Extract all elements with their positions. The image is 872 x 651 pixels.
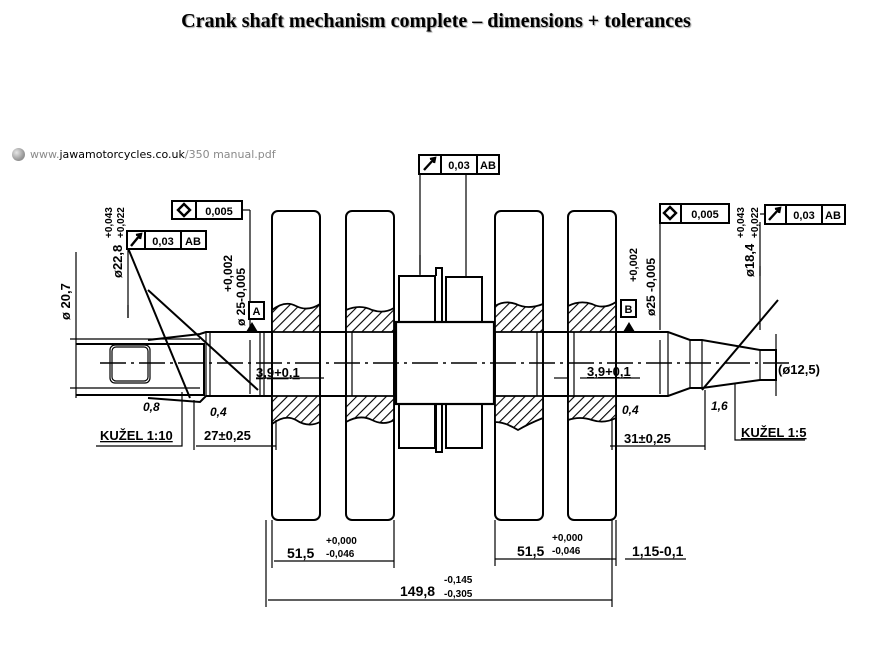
roughness-right-1: 0,4 bbox=[622, 403, 639, 417]
circularity-icon bbox=[662, 205, 678, 221]
fcf-value: 0,005 bbox=[691, 209, 719, 221]
dim-right-flywheel-width: 51,5 bbox=[517, 543, 544, 559]
fcf-left-circularity: 0,005 bbox=[171, 200, 251, 222]
fcf-right-circularity: 0,005 bbox=[659, 203, 730, 224]
dim-right-dia-25-tol-upper: +0,002 bbox=[628, 248, 640, 282]
runout-arrow-icon bbox=[768, 206, 782, 221]
datum-b: B bbox=[620, 299, 637, 318]
dim-dia-18-4-tol-lower: +0,022 bbox=[750, 207, 761, 238]
dim-right-flywheel-tol-lower: -0,046 bbox=[552, 546, 581, 557]
dim-left-flywheel-tol-upper: +0,000 bbox=[326, 536, 357, 547]
fcf-left-runout: 0,03 AB bbox=[126, 230, 207, 250]
dim-overall: 149,8 bbox=[400, 583, 435, 599]
crank-pin bbox=[394, 267, 496, 453]
dim-left-flywheel-tol-lower: -0,046 bbox=[326, 549, 355, 560]
fcf-value: 0,005 bbox=[205, 206, 233, 218]
dim-right-dia-25: ø25 -0,005 bbox=[644, 258, 658, 316]
dim-dia-22-8: ø22,8 bbox=[110, 245, 125, 278]
dim-overall-tol-upper: -0,145 bbox=[444, 575, 473, 586]
right-inner-flywheel bbox=[494, 210, 544, 521]
dim-right-length: 31±0,25 bbox=[624, 431, 671, 446]
dim-left-recess: 3,9+0,1 bbox=[256, 365, 300, 380]
dim-right-flywheel-tol-upper: +0,000 bbox=[552, 533, 583, 544]
datum-a: A bbox=[248, 301, 265, 320]
dim-dia-22-8-tol-upper: +0,043 bbox=[104, 207, 115, 238]
dim-left-dia-25-tol-upper: +0,002 bbox=[221, 255, 235, 292]
dim-left-dia-25: ø 25-0,005 bbox=[234, 268, 248, 326]
dim-dia-22-8-tol-lower: +0,022 bbox=[116, 207, 127, 238]
fcf-crankpin-runout: 0,03 AB bbox=[418, 154, 500, 175]
runout-arrow-icon bbox=[130, 232, 143, 247]
circularity-icon bbox=[176, 202, 192, 218]
right-shaft bbox=[536, 331, 777, 397]
dim-dia-12-5: (ø12,5) bbox=[778, 362, 820, 377]
fcf-value: 0,03 bbox=[793, 210, 814, 222]
right-dimension-lines bbox=[554, 222, 805, 450]
svg-text:A: A bbox=[253, 306, 261, 318]
dim-offset: 1,15-0,1 bbox=[632, 543, 684, 559]
fcf-datum: AB bbox=[480, 160, 496, 172]
dim-dia-20-7: ø 20,7 bbox=[58, 283, 73, 320]
dim-left-flywheel-width: 51,5 bbox=[287, 545, 314, 561]
roughness-left-2: 0,4 bbox=[210, 405, 227, 419]
dim-overall-tol-lower: -0,305 bbox=[444, 589, 473, 600]
dim-dia-18-4-tol-upper: +0,043 bbox=[736, 207, 747, 238]
svg-text:B: B bbox=[625, 304, 633, 316]
left-outer-flywheel bbox=[271, 210, 321, 521]
dim-dia-18-4: ø18,4 bbox=[742, 243, 757, 277]
fcf-value: 0,03 bbox=[152, 236, 173, 248]
url-path: /350 manual.pdf bbox=[184, 147, 276, 161]
fcf-value: 0,03 bbox=[448, 160, 469, 172]
crank-pin-leaders bbox=[419, 175, 467, 276]
url-prefix: www. bbox=[30, 147, 60, 161]
fcf-right-runout: 0,03 AB bbox=[760, 204, 846, 225]
runout-arrow-icon bbox=[423, 156, 437, 171]
source-url[interactable]: www.jawamotorcycles.co.uk/350 manual.pdf bbox=[12, 146, 276, 162]
dim-left-length: 27±0,25 bbox=[204, 428, 251, 443]
globe-icon bbox=[12, 147, 25, 161]
left-inner-flywheel bbox=[345, 210, 395, 521]
left-dimension-lines bbox=[70, 222, 324, 450]
fcf-datum: AB bbox=[185, 236, 201, 248]
right-outer-flywheel bbox=[567, 210, 617, 521]
taper-left: KUŽEL 1:10 bbox=[100, 428, 173, 443]
page-title: Crank shaft mechanism complete – dimensi… bbox=[181, 10, 691, 32]
roughness-right-2: 1,6 bbox=[711, 399, 728, 413]
bottom-dimension-lines bbox=[265, 520, 686, 607]
left-shaft bbox=[76, 331, 353, 404]
fcf-datum: AB bbox=[825, 210, 841, 222]
dim-right-recess: 3,9+0,1 bbox=[587, 364, 631, 379]
taper-right: KUŽEL 1:5 bbox=[741, 425, 807, 440]
roughness-left-1: 0,8 bbox=[143, 400, 160, 414]
url-domain: jawamotorcycles.co.uk bbox=[59, 147, 185, 161]
